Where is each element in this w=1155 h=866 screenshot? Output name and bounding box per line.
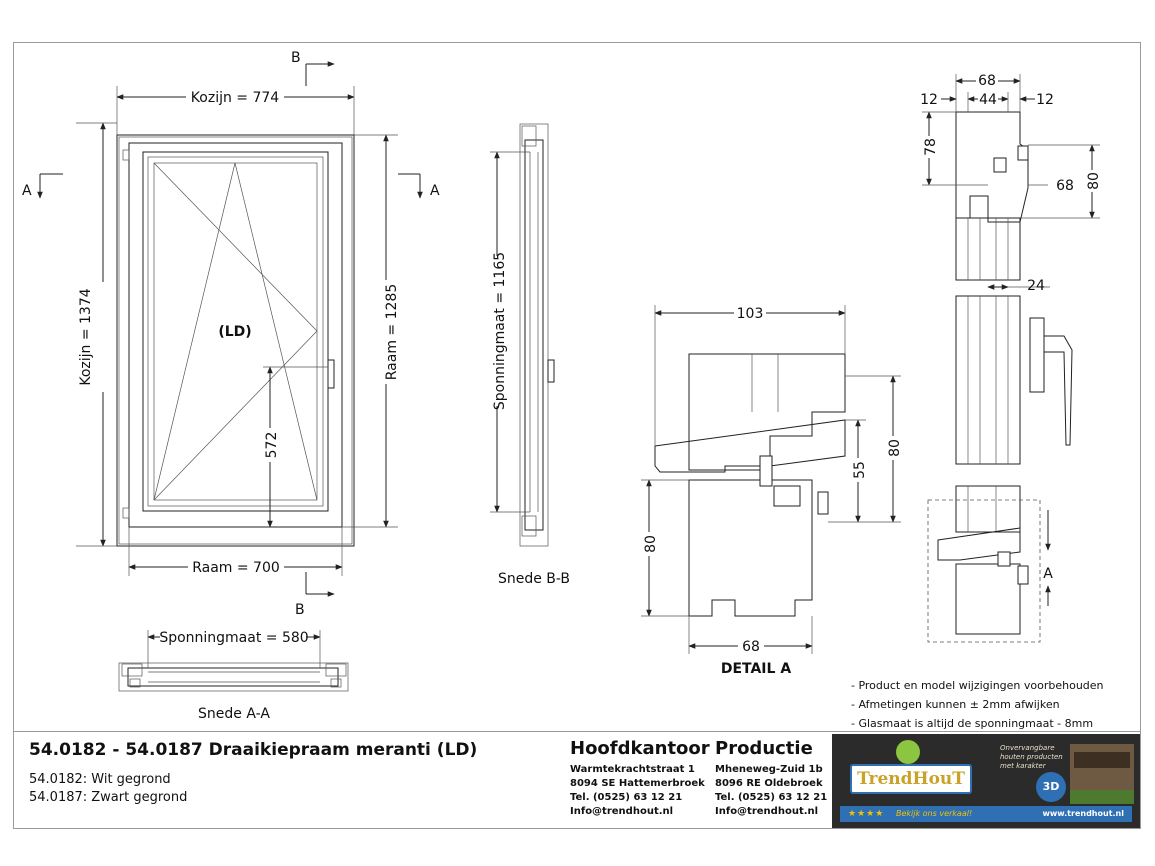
- detail-left-dim-label: 80: [643, 535, 659, 553]
- production-city: 8096 RE Oldebroek: [715, 778, 823, 789]
- svg-text:B: B: [291, 50, 301, 66]
- detail-right-dim-label: 80: [887, 439, 903, 457]
- section-aa-drawing: [118, 662, 349, 692]
- head-office-city: 8094 SE Hattemerbroek: [570, 778, 705, 789]
- profile-section-a: A: [1043, 566, 1053, 582]
- production-phone: Tel. (0525) 63 12 21: [715, 792, 828, 803]
- detail-55-label: 55: [852, 461, 868, 479]
- profile-80: 80: [1086, 172, 1102, 190]
- profile-24: 24: [1027, 278, 1045, 294]
- detail-a-drawing: [654, 353, 846, 617]
- production-title: Productie: [715, 738, 813, 759]
- profile-44: 44: [979, 92, 997, 108]
- section-marker-b-top: B: [291, 50, 335, 86]
- brand-footer-bar: ★★★★ Bekijk ons verkaal! www.trendhout.n…: [840, 806, 1132, 822]
- section-marker-b-bottom: B: [295, 572, 335, 618]
- note-item: - Glasmaat is altijd de sponningmaat - 8…: [851, 717, 1094, 730]
- handle-height-label: 572: [264, 432, 280, 459]
- sponning-vertical-label: Sponningmaat = 1165: [492, 252, 508, 410]
- head-office-block: Hoofdkantoor Warmtekrachtstraat 1 8094 S…: [570, 738, 710, 819]
- brand-tagline: Onvervangbare houten producten met karak…: [1000, 744, 1063, 770]
- profile-12-right: 12: [1036, 92, 1054, 108]
- drawing-sheet: [13, 42, 1141, 829]
- svg-text:A: A: [22, 183, 32, 199]
- kozijn-height-label: Kozijn = 1374: [78, 288, 94, 385]
- brand-banner: TrendHouT Onvervangbare houten producten…: [832, 734, 1140, 828]
- profile-68-side: 68: [1056, 178, 1074, 194]
- head-office-phone: Tel. (0525) 63 12 21: [570, 792, 683, 803]
- detail-a-title: DETAIL A: [721, 661, 791, 677]
- head-office-street: Warmtekrachtstraat 1: [570, 764, 695, 775]
- garden-house-photo: [1070, 744, 1134, 804]
- profile-78: 78: [923, 138, 939, 156]
- brand-url[interactable]: www.trendhout.nl: [1042, 809, 1124, 818]
- brand-logo: TrendHouT: [850, 764, 972, 794]
- variant-black: 54.0187: Zwart gegrond: [29, 790, 188, 805]
- section-aa-title: Snede A-A: [198, 706, 270, 722]
- brand-slogan: Bekijk ons verkaal!: [896, 809, 973, 818]
- tree-icon: [896, 740, 920, 764]
- profile-68-top: 68: [978, 73, 996, 89]
- svg-text:A: A: [430, 183, 440, 199]
- section-marker-a-right: A: [398, 173, 440, 199]
- production-block: Productie Mheneweg-Zuid 1b 8096 RE Oldeb…: [715, 738, 827, 819]
- 3d-badge-icon: 3D: [1036, 772, 1066, 802]
- section-marker-a-left: A: [22, 173, 63, 199]
- note-item: - Afmetingen kunnen ± 2mm afwijken: [851, 698, 1060, 711]
- raam-width-label: Raam = 700: [192, 560, 280, 576]
- notes-list: - Product en model wijzigingen voorbehou…: [851, 676, 1104, 733]
- rating-stars: ★★★★: [848, 809, 885, 819]
- sponning-horizontal-label: Sponningmaat = 580: [159, 630, 308, 646]
- svg-text:B: B: [295, 602, 305, 618]
- detail-bottom-dim-label: 68: [742, 639, 760, 655]
- opening-label: (LD): [218, 324, 251, 340]
- title-block: 54.0182 - 54.0187 Draaikiepraam meranti …: [13, 731, 1141, 829]
- raam-height-label: Raam = 1285: [384, 284, 400, 380]
- note-item: - Product en model wijzigingen voorbehou…: [851, 679, 1104, 692]
- section-bb-drawing: [519, 123, 555, 547]
- section-bb-title: Snede B-B: [498, 571, 570, 587]
- detail-top-dim-label: 103: [737, 306, 764, 322]
- product-title: 54.0182 - 54.0187 Draaikiepraam meranti …: [29, 740, 478, 760]
- head-office-email: Info@trendhout.nl: [570, 806, 674, 817]
- profile-section-drawing: [927, 111, 1073, 643]
- production-email: Info@trendhout.nl: [715, 806, 819, 817]
- profile-12-left: 12: [920, 92, 938, 108]
- window-elevation: [116, 134, 355, 547]
- production-street: Mheneweg-Zuid 1b: [715, 764, 823, 775]
- head-office-title: Hoofdkantoor: [570, 738, 710, 759]
- variant-white: 54.0182: Wit gegrond: [29, 772, 171, 787]
- kozijn-width-label: Kozijn = 774: [191, 90, 279, 106]
